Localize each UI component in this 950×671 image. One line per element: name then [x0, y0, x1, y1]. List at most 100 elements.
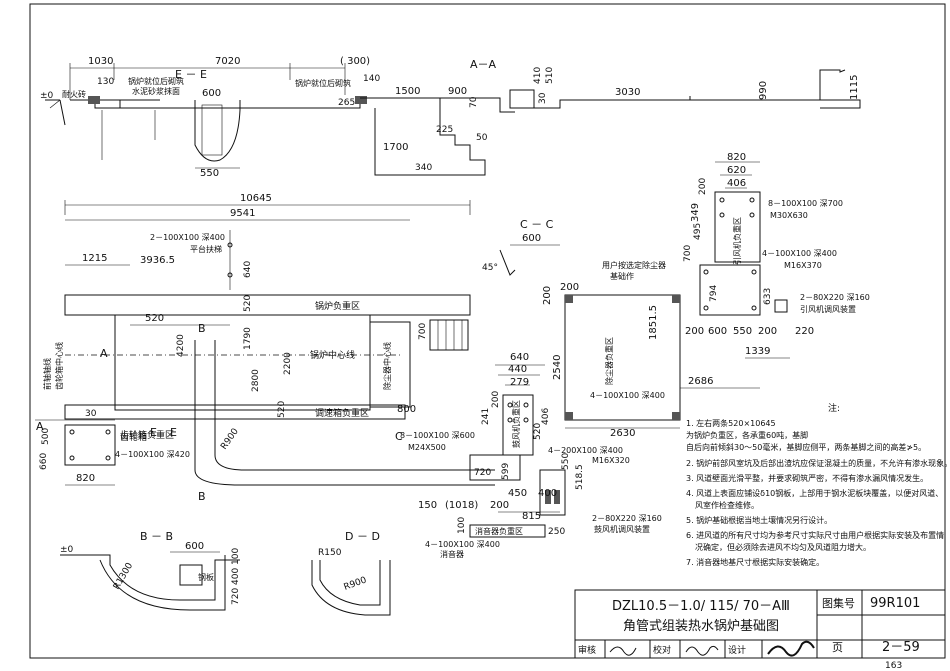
aa-dim-900: 900 [448, 86, 467, 97]
aa-dim-1115: 1115 [849, 75, 860, 100]
gear-box-load: 齿轮箱负重区 [120, 429, 174, 441]
db-anchor-3: 2－80X220 深160 [592, 514, 662, 523]
firebrick-label: 耐火砖 [62, 89, 86, 99]
plan-dim-30: 30 [85, 409, 97, 419]
mark-e-right: E [170, 426, 177, 439]
db-dim-1018: (1018) [445, 500, 478, 511]
fb-bolt-1: M30X630 [770, 211, 808, 220]
plan-dim-2800: 2800 [251, 369, 261, 392]
note-2: 2. 锅炉前部风室坑及后部出渣坑应保证混凝土的质量，不允许有渗水现象。 [686, 458, 950, 468]
boiler-after-label: 锅炉就位后砌筑 [128, 76, 184, 86]
plan-dim-820: 820 [76, 473, 95, 484]
boiler-after-label-2: 锅炉就位后砌筑 [295, 78, 351, 88]
fb-dim-495: 495 [693, 223, 703, 240]
sheet-border [29, 3, 946, 659]
section-aa-title: A－A [470, 58, 497, 71]
bb-r1300: R1300 [112, 561, 135, 591]
db-dim-250: 250 [548, 527, 565, 537]
aa-dim-3030: 3030 [615, 87, 640, 98]
fb-dim-794: 794 [709, 285, 719, 302]
note-5: 5. 锅炉基础根据当地土壤情况另行设计。 [686, 515, 832, 525]
aa-dim-50: 50 [476, 133, 488, 143]
cc-title: C － C [520, 218, 554, 231]
r900-label: R900 [219, 427, 241, 452]
db-dim-520: 520 [533, 423, 543, 440]
db-dim-599: 599 [501, 463, 511, 480]
fb-dim-200: 200 [698, 178, 708, 195]
aa-dim-1500: 1500 [395, 86, 420, 97]
plan-dim-1790: 1790 [243, 327, 253, 350]
ub-dim-200: 200 [560, 282, 579, 293]
blower-load-band: 调速箱负重区 [315, 407, 369, 419]
cc-angle: 45° [482, 263, 498, 273]
dust-base: 640 440 279 鼓风机负重区 241 200 520 406 8－100… [400, 352, 662, 559]
fan-label: 引风机调风装置 [800, 304, 856, 314]
silencer-load: 消音器负重区 [475, 526, 523, 536]
db-dim-406: 406 [541, 408, 551, 425]
db-anchor-1: 8－100X100 深600 [400, 431, 475, 440]
ee-label: E － E [175, 68, 207, 81]
plan-dim-500-gear: 500 [41, 428, 51, 445]
aa-dim-1030: 1030 [88, 56, 113, 67]
aa-dim-990: 990 [758, 81, 769, 100]
boiler-center: 锅炉中心线 [310, 349, 355, 361]
note-4a: 4. 风道上表面应铺设δ10钢板，上部用于钢水泥板块覆盖，以便对风道、 [686, 488, 943, 498]
bb-title: B － B [140, 530, 173, 543]
fb-anchor-2: 4－100X100 深400 [762, 249, 837, 258]
ub-dim-2630: 2630 [610, 428, 635, 439]
review-label: 审核 [578, 644, 596, 656]
fb-dim-220: 220 [795, 326, 814, 337]
fb-dim-633: 633 [763, 288, 773, 305]
fb-dim-349: 349 [690, 203, 701, 222]
fan-base: 820 620 406 引风机负重区 349 200 700 495 8－100… [683, 152, 870, 359]
plan-view: 10645 9541 1215 3936.5 2－100X100 深400 平台… [35, 193, 495, 503]
fb-dim-1339: 1339 [745, 346, 770, 357]
plan-dim-500: 4200 [176, 334, 186, 357]
page-label: 页 [832, 641, 843, 654]
aa-dim-140: 140 [363, 74, 380, 84]
sheet-number: 163 [885, 661, 902, 671]
notes: 注: 1. 左右两条520×10645 为锅炉负重区，各承重60吨，基脚 自后向… [686, 402, 950, 567]
user-base: 用户按选定除尘器 基础作 除尘器负重区 200 200 2540 1851.5 … [542, 260, 760, 439]
note-7: 7. 消音器地基尺寸根据实际安装确定。 [686, 557, 824, 567]
plan-dim-520: 520 [243, 295, 253, 312]
bb-dim-100: 100 [231, 548, 241, 565]
dd-r900: R900 [343, 575, 369, 593]
silencer-anchor: 4－100X100 深400 [425, 540, 500, 549]
fb-dim-700: 700 [683, 245, 693, 262]
zero-elevation: ±0 [40, 91, 54, 101]
fb-dim-406: 406 [727, 178, 746, 189]
aa-dim-600: 600 [202, 88, 221, 99]
check-signature [685, 645, 719, 656]
aa-dim-510: 510 [545, 67, 555, 84]
db-dim-815: 815 [522, 511, 541, 522]
ub-dim-2686: 2686 [688, 376, 713, 387]
db-dim-440: 440 [508, 364, 527, 375]
bb-steel: 钢板 [198, 572, 214, 582]
plan-dim-800: 800 [397, 404, 416, 415]
aa-dim-7020: 7020 [215, 56, 240, 67]
plan-dim-1215: 1215 [82, 253, 107, 264]
plan-dim-10645: 10645 [240, 193, 272, 204]
check-label: 校对 [653, 644, 671, 656]
note-6b: 况确定，但必须除去进风不均匀及风道阻力增大。 [695, 542, 871, 552]
atlas-label: 图集号 [822, 596, 855, 610]
fb-dim-550: 550 [733, 326, 752, 337]
db-dim-279: 279 [510, 377, 529, 388]
bb-dim-400: 400 [231, 568, 241, 585]
mark-b-bottom: B [198, 490, 206, 503]
boiler-load-top: 锅炉负重区 [315, 300, 360, 312]
ub-anchor: 4－100X100 深400 [590, 391, 665, 400]
aa-dim-550: 550 [200, 168, 219, 179]
fb-dim-620: 620 [727, 165, 746, 176]
mark-a-left: A [100, 347, 108, 360]
plan-dim-520-2: 520 [277, 401, 287, 418]
mark-e-left: E [150, 426, 157, 439]
drawing-name: 角管式组装热水锅炉基础图 [623, 618, 779, 634]
section-cc: C － C 600 45° [482, 218, 560, 276]
dust-load-label: 除尘器负重区 [604, 337, 614, 385]
plan-dim-3936: 3936.5 [140, 255, 175, 266]
silencer-label: 消音器 [440, 549, 464, 559]
db-dim-450: 450 [508, 488, 527, 499]
note-1a: 1. 左右两条520×10645 [686, 418, 776, 428]
